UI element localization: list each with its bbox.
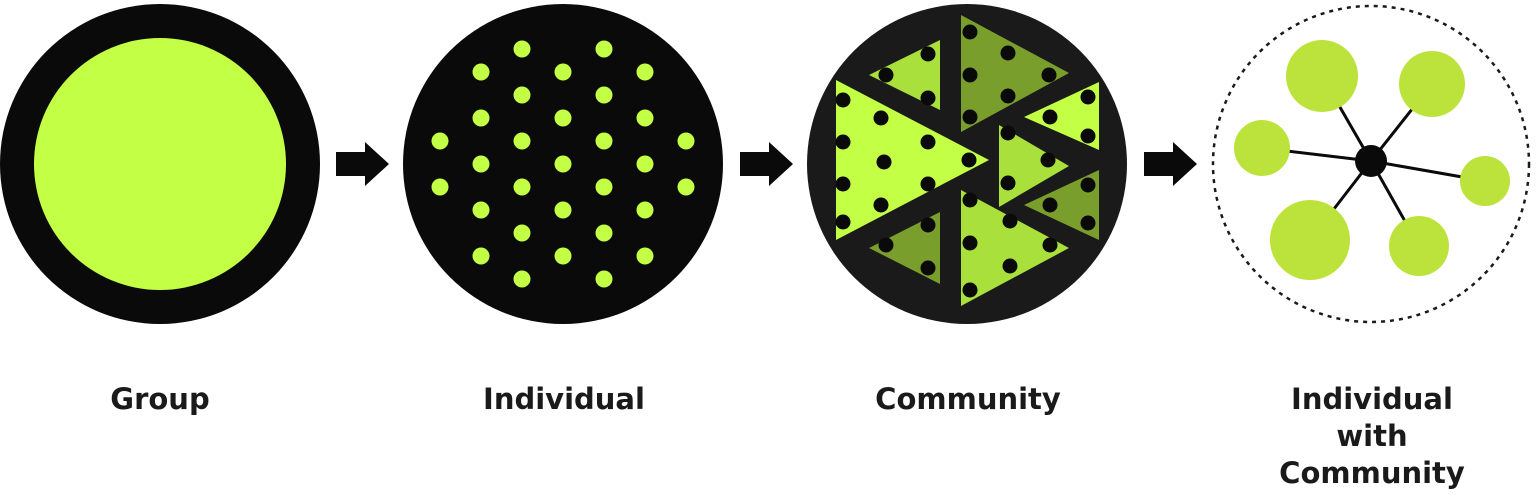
member-dot xyxy=(1080,128,1096,144)
arrow-right-icon xyxy=(740,142,793,186)
individual-dot xyxy=(472,109,490,127)
individual-dot xyxy=(513,132,531,150)
member-dot xyxy=(1000,88,1016,104)
individual-with-community-network-icon xyxy=(1211,4,1531,324)
group-circle-icon xyxy=(0,4,320,324)
network-node xyxy=(1399,51,1465,117)
member-dot xyxy=(878,237,894,253)
member-dot xyxy=(878,67,894,83)
member-dot xyxy=(1041,67,1057,83)
community-triangles xyxy=(835,15,1099,306)
community-triangle xyxy=(961,15,1069,132)
member-dot xyxy=(1080,177,1096,193)
member-dot xyxy=(835,92,851,108)
community-triangle xyxy=(1024,82,1099,150)
individual-dot xyxy=(431,132,449,150)
member-dot xyxy=(1080,89,1096,105)
member-dot xyxy=(1000,175,1016,191)
member-dot xyxy=(1000,45,1016,61)
individual-dot xyxy=(554,201,572,219)
community-triangle xyxy=(961,190,1069,306)
label-group: Group xyxy=(110,382,210,416)
member-dot xyxy=(920,217,936,233)
member-dot xyxy=(1042,237,1058,253)
member-dot xyxy=(962,67,978,83)
individual-dot xyxy=(554,155,572,173)
network-node xyxy=(1460,156,1510,206)
member-dot xyxy=(1002,258,1018,274)
member-dot xyxy=(835,214,851,230)
member-dot xyxy=(920,46,936,62)
individual-dot xyxy=(472,155,490,173)
member-dot xyxy=(962,109,978,125)
individual-dot xyxy=(431,178,449,196)
network-node xyxy=(1270,200,1350,280)
member-dot xyxy=(962,192,978,208)
network-node xyxy=(1234,120,1290,176)
individual-dot xyxy=(636,63,654,81)
network-hub xyxy=(1355,145,1387,177)
community-triangles-circle-icon xyxy=(807,4,1127,324)
individual-dot xyxy=(472,247,490,265)
individual-dots xyxy=(431,40,695,288)
individual-dot xyxy=(472,63,490,81)
individual-dot xyxy=(595,132,613,150)
individual-dot xyxy=(554,247,572,265)
member-dot xyxy=(962,235,978,251)
member-dot xyxy=(1042,197,1058,213)
individual-dot xyxy=(554,63,572,81)
individual-dot xyxy=(472,201,490,219)
network-node xyxy=(1286,40,1358,112)
member-dot xyxy=(920,134,936,150)
individual-dot xyxy=(677,178,695,196)
label-community: Community xyxy=(875,382,1061,416)
member-dot xyxy=(1040,152,1056,168)
individual-dot xyxy=(677,132,695,150)
member-dot xyxy=(920,90,936,106)
individual-dot xyxy=(595,270,613,288)
individual-dot xyxy=(595,178,613,196)
member-dot xyxy=(961,152,977,168)
individual-dots-circle-icon xyxy=(403,4,723,324)
arrow-right-icon xyxy=(336,142,389,186)
member-dot xyxy=(1002,213,1018,229)
member-dot xyxy=(876,154,892,170)
member-dot xyxy=(962,282,978,298)
member-dot xyxy=(1080,215,1096,231)
community-triangle xyxy=(1024,170,1099,240)
individual-dot xyxy=(636,155,654,173)
individual-dot xyxy=(513,40,531,58)
community-triangle xyxy=(999,125,1069,207)
member-dot xyxy=(835,176,851,192)
network-graph xyxy=(1234,40,1510,280)
member-dot xyxy=(873,110,889,126)
individual-dot xyxy=(554,109,572,127)
network-node xyxy=(1389,216,1449,276)
member-dot xyxy=(1042,109,1058,125)
individual-dot xyxy=(513,270,531,288)
member-dot xyxy=(920,260,936,276)
individual-dot xyxy=(595,86,613,104)
individual-dot xyxy=(636,247,654,265)
arrow-right-icon xyxy=(1144,142,1197,186)
member-dot xyxy=(962,24,978,40)
individual-dot xyxy=(595,224,613,242)
label-individual: Individual xyxy=(483,382,645,416)
member-dot xyxy=(835,134,851,150)
individual-dot xyxy=(513,178,531,196)
individual-dot xyxy=(636,109,654,127)
individual-dot xyxy=(513,224,531,242)
individual-dot xyxy=(513,86,531,104)
individual-dot xyxy=(636,201,654,219)
member-dot xyxy=(1000,125,1016,141)
member-dot xyxy=(920,176,936,192)
member-dot xyxy=(873,197,889,213)
individual-dot xyxy=(595,40,613,58)
label-individual-with-community: Individual with Community xyxy=(1279,382,1465,490)
